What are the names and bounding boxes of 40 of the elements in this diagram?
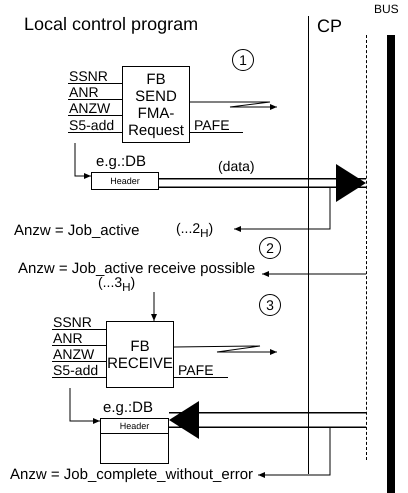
status-text: Anzw = Job_active receive possible <box>18 260 256 277</box>
data-arrow <box>169 401 366 439</box>
pin-label: ANZW <box>68 100 122 116</box>
pin-label: PAFE <box>190 117 243 133</box>
data-arrow <box>159 164 366 202</box>
code-note: (...3$_{H}$) <box>98 274 136 294</box>
status-text: Anzw = Job_complete_without_error <box>10 466 254 483</box>
arrow <box>262 271 366 277</box>
data-block <box>100 418 169 464</box>
arrow <box>174 346 278 355</box>
function-block: FB RECEIVE <box>106 321 174 388</box>
pin-label: SSNR <box>52 314 106 330</box>
header-label: Header <box>101 419 168 434</box>
lane-label: CP <box>317 16 342 37</box>
pin-label: S5-add <box>68 117 122 133</box>
arrow <box>190 102 278 110</box>
arrow <box>258 428 330 478</box>
pin-label: S5-add <box>52 362 106 378</box>
edge-label: (data) <box>218 158 255 174</box>
arrow <box>70 388 100 424</box>
code-note: (...2$_{H}$) <box>176 220 214 240</box>
arrow <box>151 292 157 322</box>
step-circle: 3 <box>259 294 281 316</box>
header-label: Header <box>109 175 141 188</box>
arrow <box>74 142 92 179</box>
pin-label: SSNR <box>68 68 122 84</box>
arrow <box>234 186 330 232</box>
block-caption: e.g.:DB <box>96 153 146 170</box>
step-circle: 2 <box>259 237 281 259</box>
title: Local control program <box>24 14 198 35</box>
pin-label: ANZW <box>52 346 106 362</box>
pin-label: ANR <box>68 84 122 100</box>
bus-label: BUS <box>374 2 399 16</box>
pin-label: PAFE <box>174 362 228 378</box>
block-caption: e.g.:DB <box>103 399 154 416</box>
function-block: FB SEND FMA-Request <box>122 66 190 143</box>
status-text: Anzw = Job_active <box>14 222 140 239</box>
step-circle: 1 <box>232 49 254 71</box>
data-block <box>91 172 159 190</box>
pin-label: ANR <box>52 330 106 346</box>
